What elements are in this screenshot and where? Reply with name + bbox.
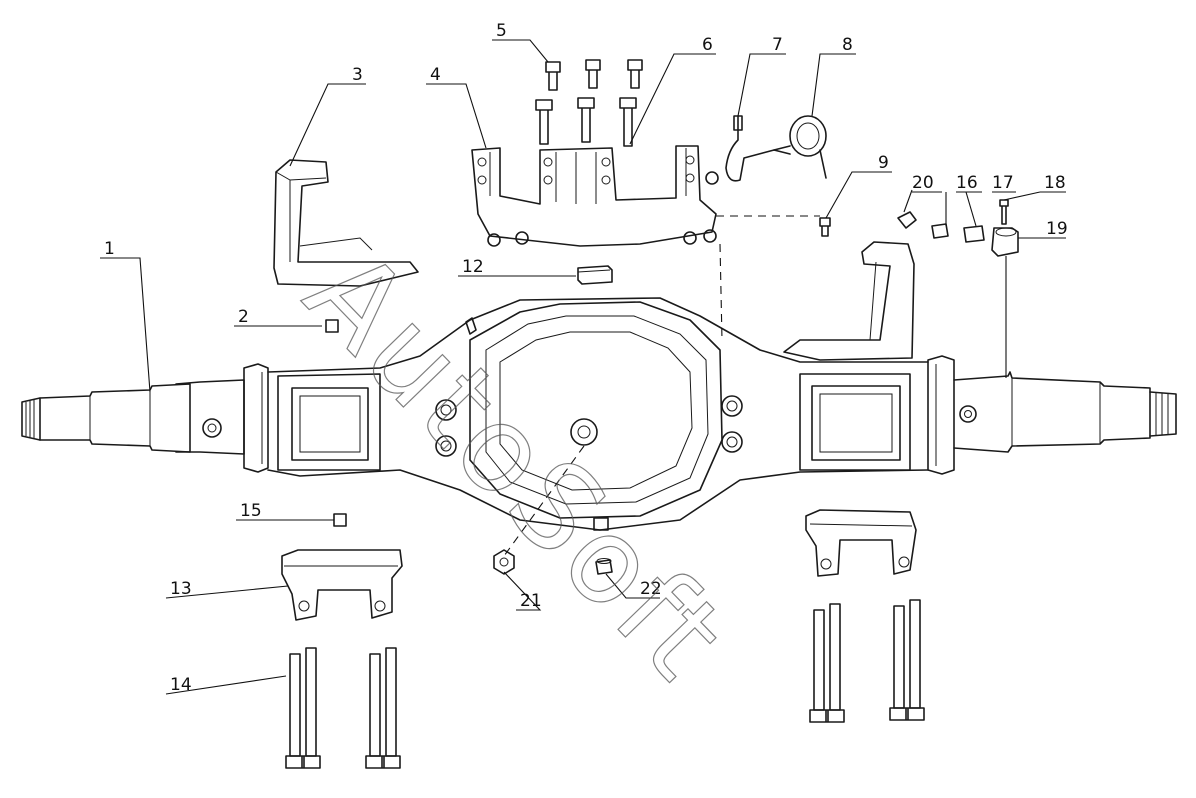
crossmember-upper (471, 145, 719, 247)
spring-seat-left (281, 549, 403, 621)
callout-2: 2 (238, 307, 249, 327)
callout-13: 13 (170, 579, 192, 599)
bushing-upper (325, 319, 339, 333)
bolts-long (535, 97, 637, 147)
bracket-right (783, 241, 915, 361)
callout-labels: 1 2 3 4 5 6 7 8 9 12 13 14 15 16 17 18 1… (100, 21, 1068, 695)
callout-22: 22 (640, 579, 662, 599)
u-bolts-right (809, 599, 925, 723)
axle-housing (21, 297, 1177, 531)
callout-19: 19 (1046, 219, 1068, 239)
callout-18: 18 (1044, 173, 1066, 193)
drain-nut (493, 549, 515, 575)
leader-lines (100, 39, 1064, 695)
spacer (577, 265, 613, 285)
callout-5: 5 (496, 21, 507, 41)
assembly-lines (503, 215, 1007, 557)
callout-7: 7 (772, 35, 783, 55)
callout-16: 16 (956, 173, 978, 193)
callout-12: 12 (462, 257, 484, 277)
torsion-spring (773, 115, 827, 179)
bolts-short (545, 59, 643, 91)
bracket-left (273, 159, 419, 287)
callout-6: 6 (702, 35, 713, 55)
breather-pipe (725, 115, 791, 182)
callout-17: 17 (992, 173, 1014, 193)
callout-15: 15 (240, 501, 262, 521)
callout-9: 9 (878, 153, 889, 173)
u-bolts-left (285, 647, 401, 769)
callout-20: 20 (912, 173, 934, 193)
valve-group (897, 199, 1019, 257)
spring-seat-right (805, 509, 917, 577)
watermark: AutoSoft (280, 224, 754, 707)
callout-1: 1 (104, 239, 115, 259)
filler-plug (595, 558, 613, 575)
callout-8: 8 (842, 35, 853, 55)
small-bolt (819, 217, 831, 237)
callout-4: 4 (430, 65, 441, 85)
callout-3: 3 (352, 65, 363, 85)
callout-21: 21 (520, 591, 542, 611)
callout-14: 14 (170, 675, 192, 695)
bushing-lower (333, 513, 347, 527)
